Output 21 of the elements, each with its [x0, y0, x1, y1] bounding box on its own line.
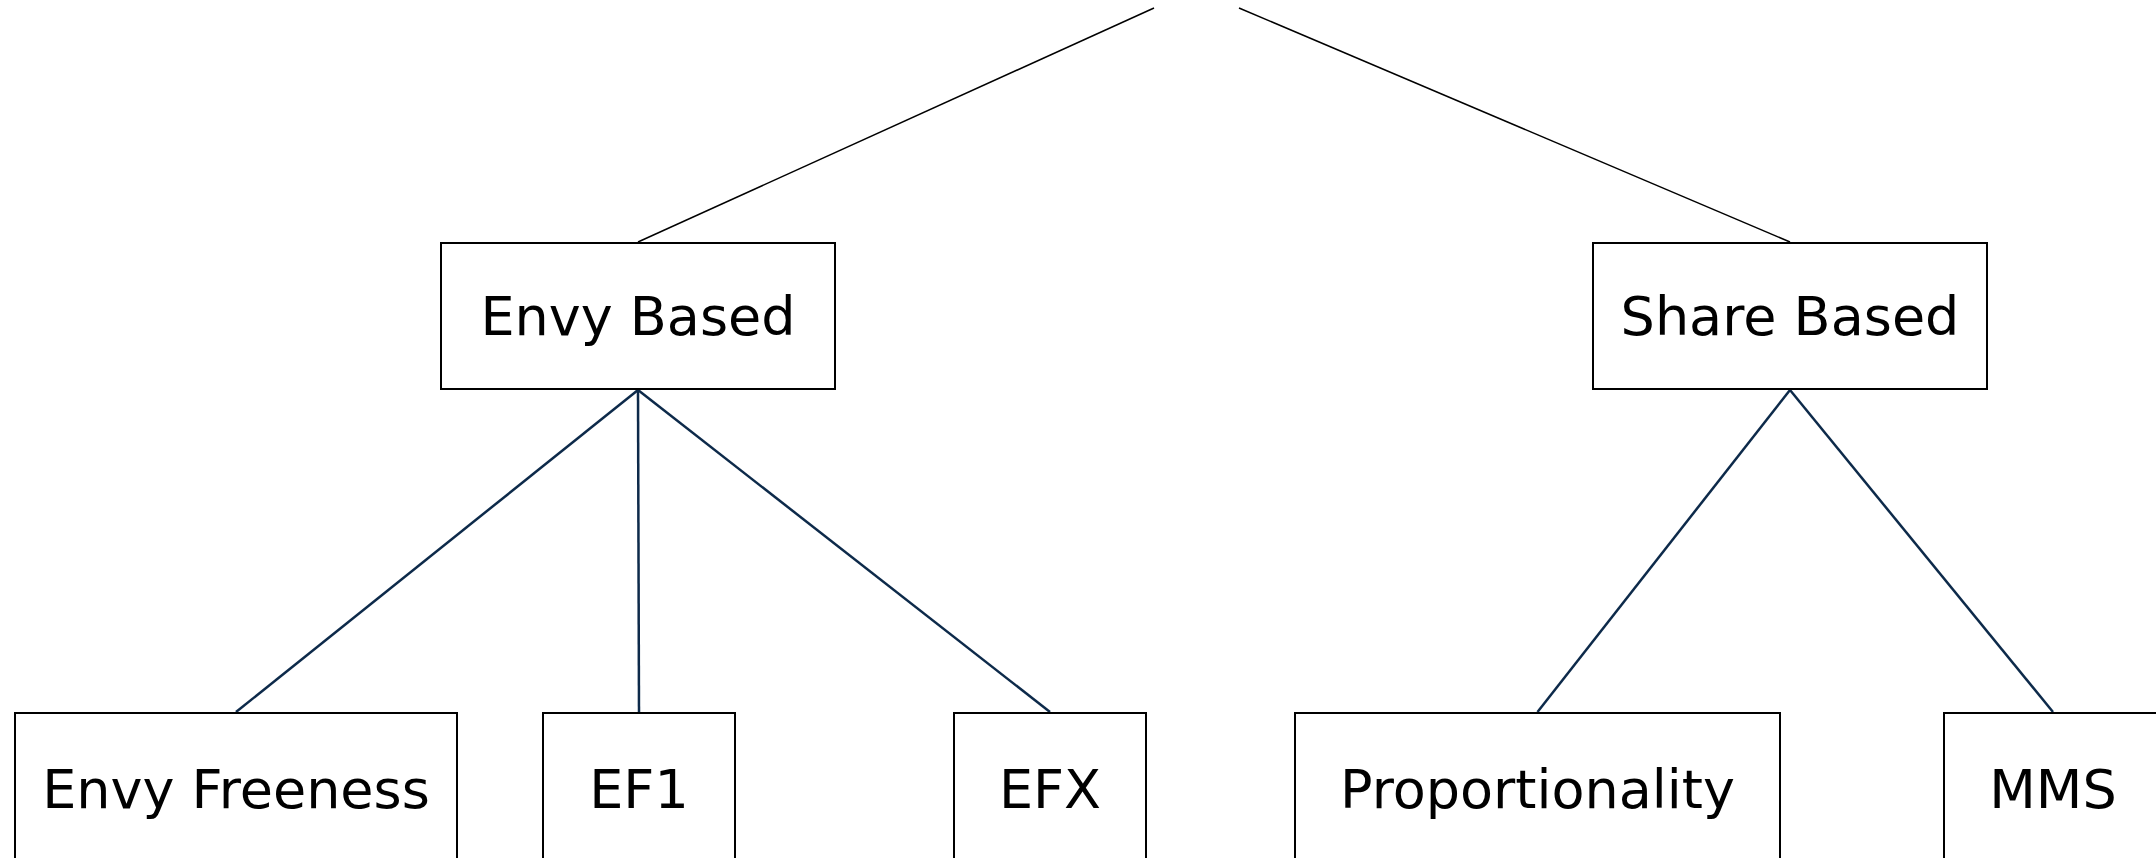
connector-line: [637, 7, 1155, 243]
category-box: [440, 242, 836, 390]
connector-line: [235, 389, 639, 713]
connector-line: [1789, 389, 2054, 713]
box-label: Proportionality: [1340, 758, 1735, 821]
box-label: MMS: [1989, 758, 2117, 821]
connector-line: [1536, 389, 1791, 713]
box-label: EF1: [589, 758, 689, 821]
category-box: [14, 712, 458, 858]
connector-line: [637, 389, 1051, 713]
box-label: Share Based: [1620, 284, 1960, 348]
box-label: Envy Freeness: [42, 758, 430, 821]
box-label: Envy Based: [480, 284, 796, 348]
category-box: [1943, 712, 2156, 858]
category-box: [1592, 242, 1988, 390]
category-box: [953, 712, 1147, 858]
connector-line: [636, 390, 641, 712]
category-box: [542, 712, 736, 858]
category-box: [1294, 712, 1781, 858]
connector-line: [1238, 7, 1791, 243]
box-label: EFX: [998, 758, 1102, 821]
